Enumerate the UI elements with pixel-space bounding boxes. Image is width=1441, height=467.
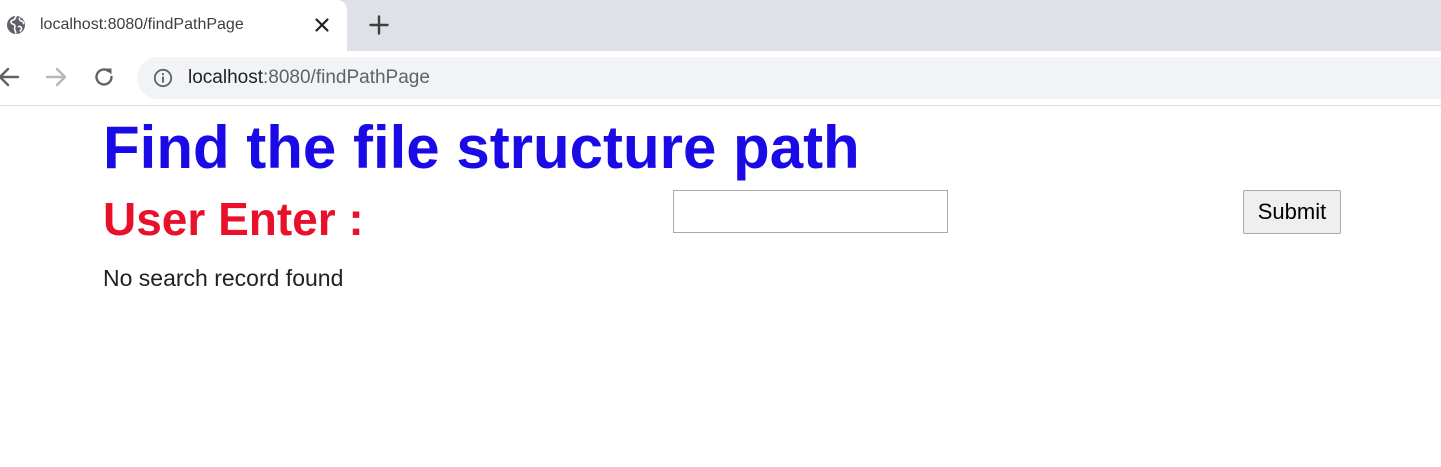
tab-title: localhost:8080/findPathPage: [40, 16, 244, 33]
url-path: :8080/findPathPage: [263, 67, 430, 88]
page-title: Find the file structure path: [103, 114, 860, 181]
status-message: No search record found: [103, 265, 344, 291]
url-host: localhost: [188, 67, 263, 88]
tab-strip: localhost:8080/findPathPage: [0, 0, 1441, 51]
address-bar[interactable]: localhost:8080/findPathPage: [137, 57, 1441, 99]
submit-button[interactable]: Submit: [1243, 190, 1341, 234]
url-text[interactable]: localhost:8080/findPathPage: [188, 66, 430, 90]
forward-arrow-icon[interactable]: [43, 64, 69, 90]
active-tab[interactable]: localhost:8080/findPathPage: [0, 0, 347, 51]
browser-toolbar: localhost:8080/findPathPage: [0, 51, 1441, 106]
page-content: Find the file structure path User Enter …: [0, 106, 1441, 467]
search-input[interactable]: [673, 190, 948, 233]
user-enter-label: User Enter :: [103, 193, 364, 245]
plus-icon[interactable]: [367, 13, 391, 37]
reload-icon[interactable]: [91, 64, 117, 90]
globe-icon: [7, 15, 25, 34]
info-icon[interactable]: [153, 68, 173, 88]
close-icon[interactable]: [312, 15, 332, 35]
back-arrow-icon[interactable]: [0, 64, 22, 90]
